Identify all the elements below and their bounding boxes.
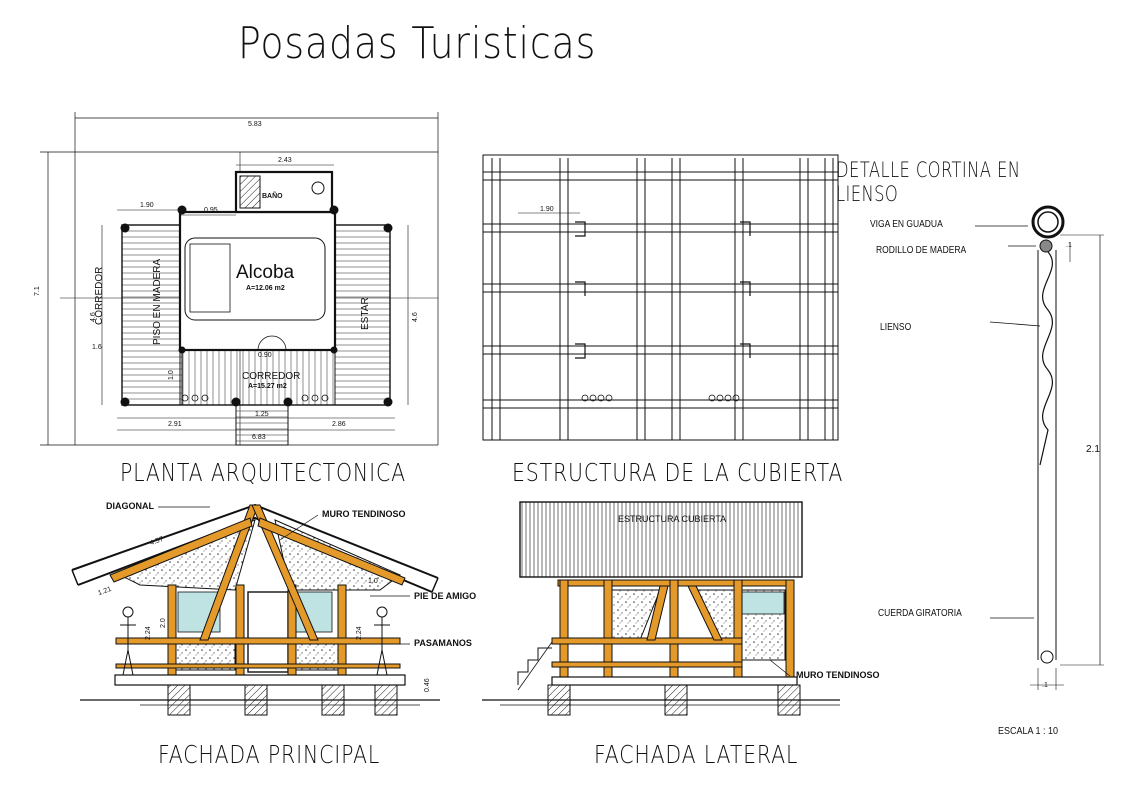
diagonal-label: DIAGONAL: [106, 501, 154, 511]
dim-190: 1.90: [140, 202, 154, 209]
front-dim-h3: 2.24: [356, 626, 363, 640]
alcoba-area: A=12.06 m2: [246, 285, 285, 292]
dim-286: 2.86: [332, 421, 346, 428]
piso-madera-label: PISO EN MADERA: [152, 258, 163, 345]
curtain-detail: [975, 205, 1104, 690]
front-dim-h2: 2.24: [145, 626, 152, 640]
dim-right-side: 4.6: [412, 312, 419, 322]
dim-left-side: 4.6: [90, 312, 97, 322]
viga-label: VIGA EN GUADUA: [870, 219, 943, 230]
dim-left: 7.1: [34, 286, 41, 296]
dim-291: 2.91: [168, 421, 182, 428]
corredor-area: A=15.27 m2: [248, 383, 287, 390]
front-caption: FACHADA PRINCIPAL: [158, 740, 381, 769]
rodillo-label: RODILLO DE MADERA: [876, 245, 967, 256]
plan-view: [40, 112, 439, 446]
dim-95: 0.95: [204, 207, 218, 214]
cuerda-label: CUERDA GIRATORIA: [878, 608, 962, 619]
pie-amigo-label: PIE DE AMIGO: [414, 591, 477, 601]
side-caption: FACHADA LATERAL: [594, 740, 799, 769]
detail-dim-bottom: .1: [1042, 682, 1048, 689]
bano-label: BAÑO: [262, 193, 283, 200]
roof-caption: ESTRUCTURA DE LA CUBIERTA: [512, 458, 844, 487]
front-dim-h1: 2.0: [160, 618, 167, 628]
pasamanos-label: PASAMANOS: [414, 638, 472, 648]
escala-label: ESCALA 1 : 10: [998, 726, 1059, 737]
page-title: Posadas Turisticas: [238, 18, 597, 69]
alcoba-label: Alcoba: [236, 262, 295, 283]
plan-caption: PLANTA ARQUITECTONICA: [120, 458, 406, 487]
side-muro-label: MURO TENDINOSO: [796, 670, 880, 680]
dim-inner-top: 2.43: [278, 157, 292, 164]
side-elevation: [482, 501, 840, 716]
front-dim-right-over: 1.0: [368, 578, 378, 585]
detail-dim-top: .1: [1066, 242, 1072, 249]
estar-label: ESTAR: [360, 297, 371, 330]
front-dim-base: 0.46: [424, 678, 431, 692]
front-elevation: [71, 503, 440, 716]
dim-left-low: 1.0: [168, 370, 175, 380]
detail-title: DETALLE CORTINA EN LIENSO: [836, 158, 1021, 206]
muro-tendinoso-label: MURO TENDINOSO: [322, 509, 406, 519]
dim-90: 0.90: [258, 352, 272, 359]
roof-dim-190: 1.90: [540, 206, 554, 213]
dim-125: 1.25: [255, 411, 269, 418]
detail-dim-height: 2.1: [1086, 444, 1100, 455]
dim-small-left: 1.6: [92, 344, 102, 351]
lienso-label: LIENSO: [880, 322, 912, 333]
dim-top: 5.83: [248, 121, 262, 128]
roof-structure-view: [482, 154, 839, 441]
corredor-label: CORREDOR: [242, 371, 301, 382]
estructura-cubierta-label: ESTRUCTURA CUBIERTA: [618, 514, 727, 524]
dim-bottom: 6.83: [252, 434, 266, 441]
